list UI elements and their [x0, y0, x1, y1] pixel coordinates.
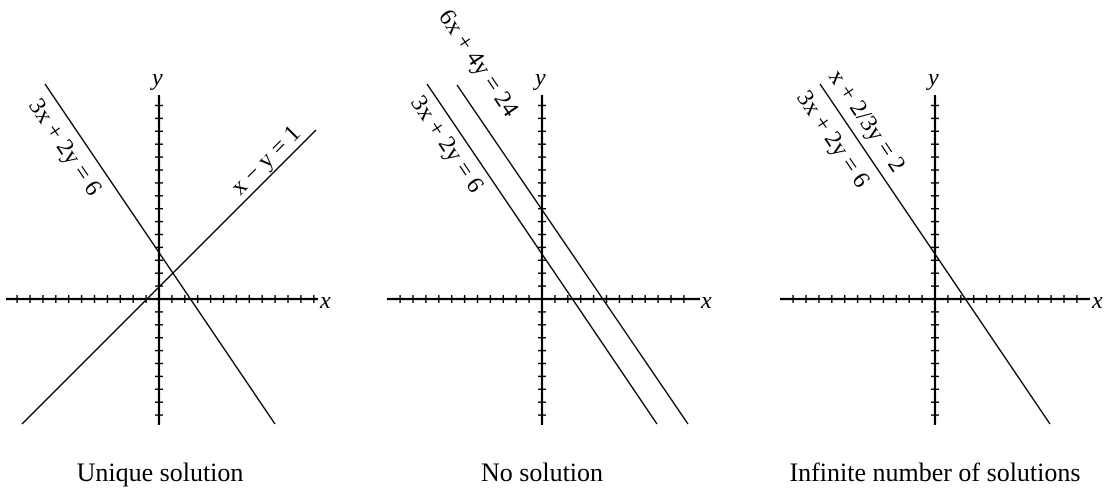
- equation-label: 3x + 2y = 6: [23, 94, 107, 201]
- y-axis-label: y: [926, 65, 939, 91]
- line-3x-2y-6: [819, 83, 1051, 425]
- line-6x-4y-24: [456, 84, 689, 425]
- line-3x-2y-6: [426, 83, 658, 425]
- panel-caption: Infinite number of solutions: [789, 458, 1080, 487]
- equation-label: x − y = 1: [226, 120, 306, 200]
- line-x-minus-y-1: [21, 129, 317, 425]
- x-axis-label: x: [700, 288, 712, 314]
- panel-no-solution: x y 6x + 4y = 24 3x + 2y = 6 No solution: [387, 5, 712, 487]
- y-axis-label: y: [533, 65, 546, 91]
- panel-caption: Unique solution: [77, 458, 244, 487]
- x-axis-label: x: [1091, 288, 1103, 314]
- line-3x-2y-6: [44, 83, 276, 425]
- panel-infinite-solutions: x y x + 2/3y = 2 3x + 2y = 6 Infinite nu…: [780, 65, 1103, 487]
- x-axis-label: x: [319, 288, 331, 314]
- panel-unique-solution: x y 3x + 2y = 6 x − y = 1 Unique solutio…: [6, 65, 331, 487]
- axis-ticks: [792, 104, 1078, 416]
- axis-ticks: [399, 104, 685, 416]
- panel-caption: No solution: [481, 458, 603, 487]
- equation-label: 6x + 4y = 24: [433, 5, 523, 122]
- equation-label: 3x + 2y = 6: [405, 91, 489, 198]
- axis-ticks: [16, 104, 315, 416]
- y-axis-label: y: [150, 65, 163, 91]
